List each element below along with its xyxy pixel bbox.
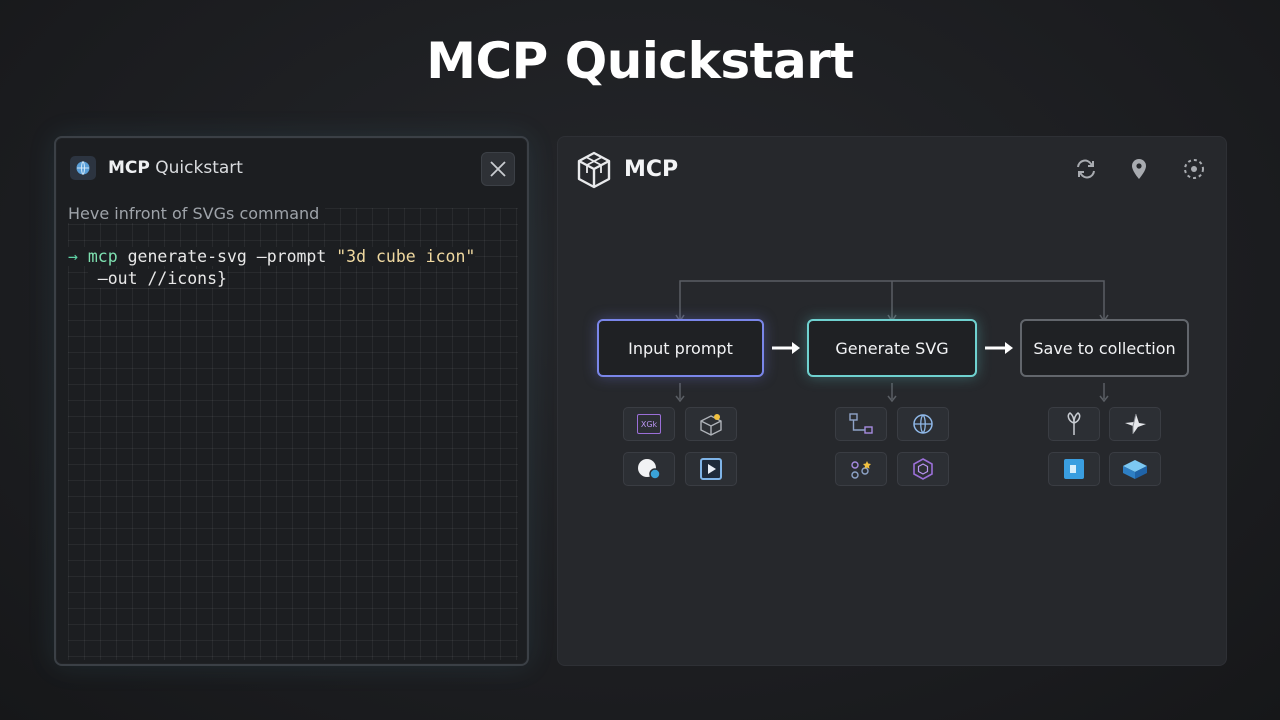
star-shape-icon [1125, 413, 1146, 434]
leaf-icon [1067, 412, 1081, 435]
close-icon [490, 161, 506, 177]
node-generate-svg[interactable]: Generate SVG [807, 319, 977, 377]
location-pin-icon [1132, 159, 1146, 179]
tile-circle-badge[interactable] [623, 452, 675, 486]
mcp-workflow-panel: MCP Input prompt Generate SVG Save [557, 136, 1227, 666]
tile-star-shape[interactable] [1109, 407, 1161, 441]
cube-logo-icon [577, 151, 611, 189]
tile-blue-square[interactable] [1048, 452, 1100, 486]
prompt-arrow: → [68, 247, 78, 266]
quickstart-panel: MCP Quickstart Heve infront of SVGs comm… [54, 136, 529, 666]
node-save-to-collection[interactable]: Save to collection [1020, 319, 1189, 377]
hint-text: Heve infront of SVGs command [68, 204, 326, 223]
cube-wireframe-icon [700, 414, 722, 436]
tile-nodes-diagram[interactable] [835, 407, 887, 441]
blue-square-icon [1064, 459, 1084, 479]
tile-globe[interactable] [897, 407, 949, 441]
tile-blue-cube[interactable] [1109, 452, 1161, 486]
tile-cube-wireframe[interactable] [685, 407, 737, 441]
refresh-button[interactable] [1072, 155, 1100, 183]
brand-title: MCP [624, 157, 679, 182]
tile-molecule[interactable] [835, 452, 887, 486]
tile-play-frame[interactable] [685, 452, 737, 486]
globe-app-icon [70, 156, 96, 180]
refresh-icon [1077, 159, 1095, 179]
blue-cube-icon [1123, 460, 1147, 479]
flow-connectors [675, 280, 1109, 403]
circle-badge-icon [638, 459, 661, 480]
tile-hexagon[interactable] [897, 452, 949, 486]
settings-button[interactable] [1180, 155, 1208, 183]
panel-title: MCP Quickstart [108, 158, 243, 178]
nodes-diagram-icon [849, 413, 873, 434]
location-button[interactable] [1125, 155, 1153, 183]
text-glyph-icon: XGk [637, 414, 661, 434]
panel-header: MCP Quickstart [56, 138, 527, 198]
tile-leaf[interactable] [1048, 407, 1100, 441]
node-input-prompt[interactable]: Input prompt [597, 319, 764, 377]
tile-text-glyph[interactable]: XGk [623, 407, 675, 441]
settings-icon [1184, 159, 1204, 179]
hexagon-icon [913, 458, 933, 480]
page-title: MCP Quickstart [426, 32, 854, 90]
globe-icon [913, 414, 933, 434]
molecule-icon [851, 461, 871, 479]
command-text[interactable]: → mcp generate-svg —prompt "3d cube icon… [68, 247, 476, 288]
play-frame-icon [700, 458, 722, 480]
close-button[interactable] [481, 152, 515, 186]
